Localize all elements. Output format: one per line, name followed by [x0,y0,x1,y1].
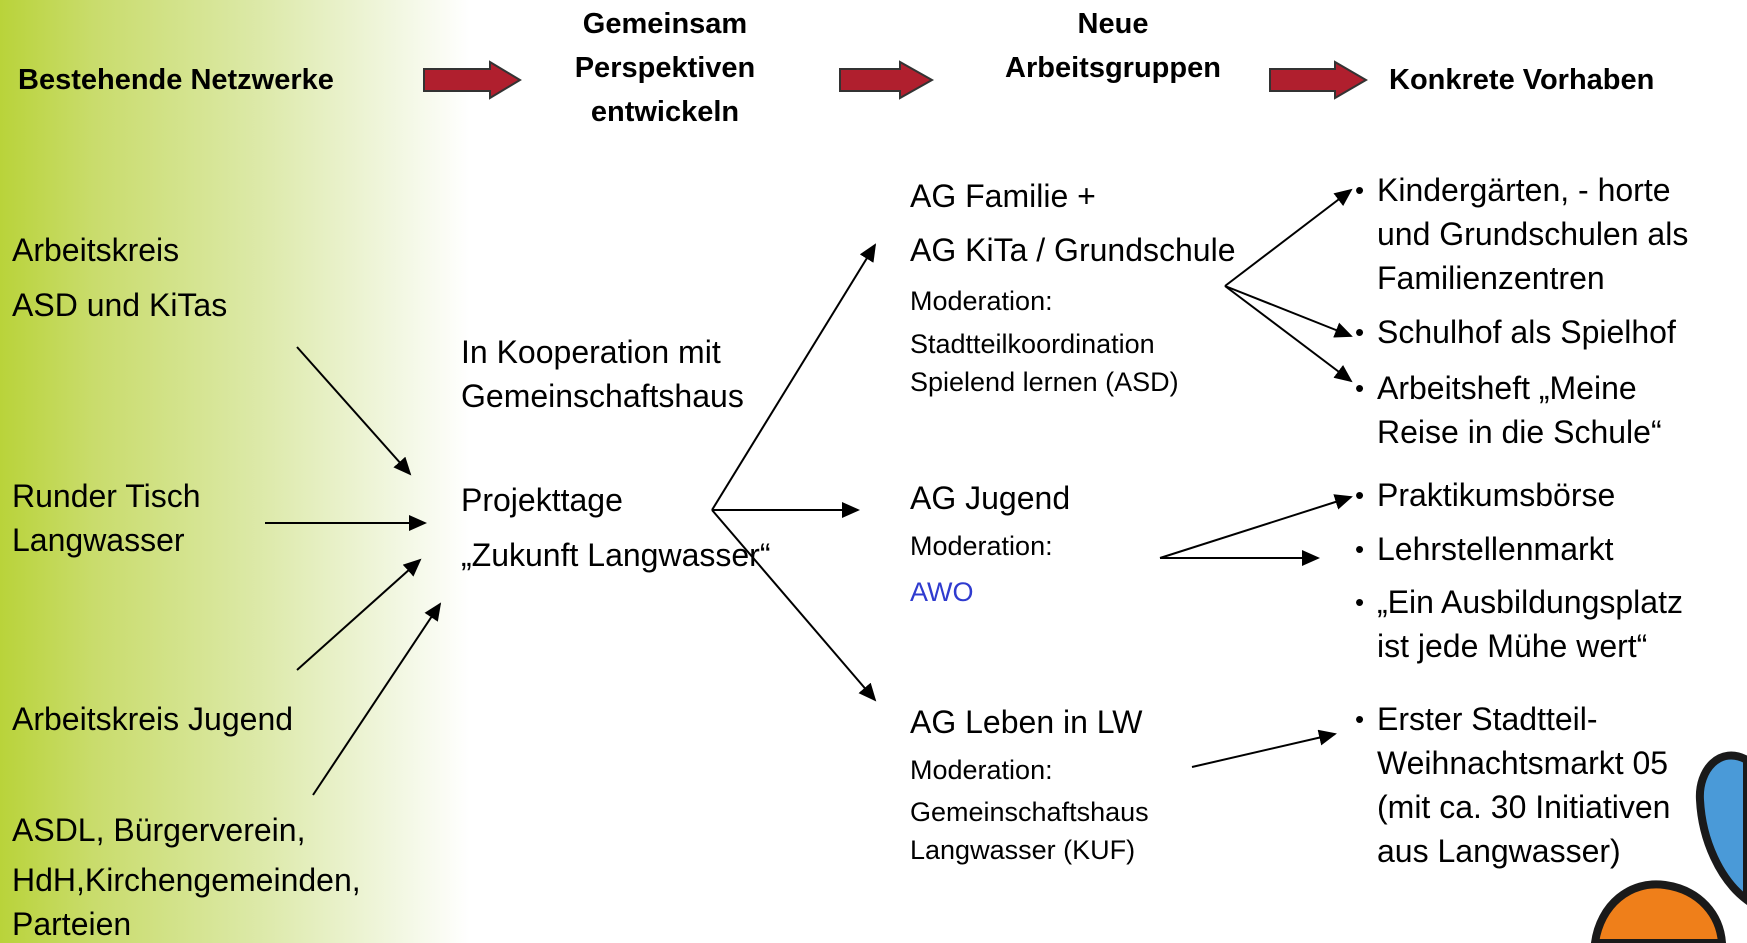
header-line: Arbeitsgruppen [1005,52,1221,84]
moderation-label: Moderation: [910,755,1053,785]
logo-orange-petal [1590,880,1727,943]
header-line: Neue [1077,8,1149,40]
arrow-center-g1 [711,243,877,511]
project-bullet-5: Lehrstellenmarkt [1355,527,1614,571]
arrow-g1-p2 [1224,285,1353,338]
header-arrow-2 [839,60,935,100]
header-arrow-3 [1269,60,1368,100]
list-item: Erster Stadtteil- Weihnachtsmarkt 05 (mi… [1355,697,1670,873]
arrow-g2-p4 [1159,494,1353,559]
header-arrow-1 [423,60,522,100]
list-item: Kindergärten, - horte und Grundschulen a… [1355,168,1688,300]
arrow-n1-center [296,346,412,476]
group-title: AG KiTa / Grundschule [910,232,1236,268]
network-line: Arbeitskreis [12,232,180,268]
network-line: ASDL, Bürgerverein, [12,812,306,848]
project-bullet-2: Schulhof als Spielhof [1355,310,1676,354]
coop-line: In Kooperation mit [461,334,721,370]
network-line: ASD und KiTas [12,287,228,323]
header-new-working-groups: Neue Arbeitsgruppen [968,2,1258,90]
header-existing-networks: Bestehende Netzwerke [18,64,334,96]
project-line: Projekttage [461,482,623,518]
group-family-kita: AG Familie + AG KiTa / Grundschule Moder… [910,169,1235,401]
arrow-g3-p7 [1191,729,1337,768]
green-gradient-background [0,0,470,943]
list-item: Praktikumsbörse [1355,473,1615,517]
moderator: Spielend lernen (ASD) [910,367,1179,397]
network-arbeitskreis-asd: Arbeitskreis ASD und KiTas [12,223,227,333]
arrow-n4-center [312,602,442,796]
list-item: Arbeitsheft „Meine Reise in die Schule“ [1355,366,1662,454]
project-line: „Zukunft Langwasser“ [461,537,771,573]
arrow-g1-p3 [1224,285,1353,383]
network-line: HdH,Kirchengemeinden, [12,862,361,898]
network-runder-tisch: Runder Tisch Langwasser [12,474,201,562]
project-bullet-3: Arbeitsheft „Meine Reise in die Schule“ [1355,366,1662,454]
header-concrete-projects: Konkrete Vorhaben [1389,64,1655,96]
network-line: Parteien [12,906,132,942]
cooperation-note: In Kooperation mit Gemeinschaftshaus [461,330,744,418]
list-item: Schulhof als Spielhof [1355,310,1676,354]
network-line: Langwasser [12,522,185,558]
logo-blue-petal [1695,751,1747,905]
arrow-center-g3 [711,509,877,702]
group-title: AG Familie + [910,178,1096,214]
moderation-label: Moderation: [910,531,1053,561]
moderator: Langwasser (KUF) [910,835,1136,865]
arrow-n3-center [296,558,422,671]
network-line: Runder Tisch [12,478,201,514]
header-line: entwickeln [590,96,740,128]
group-youth: AG Jugend Moderation: AWO [910,473,1070,615]
project-days: Projekttage „Zukunft Langwasser“ [461,473,770,583]
group-title: AG Leben in LW [910,704,1143,740]
project-bullet-4: Praktikumsbörse [1355,473,1615,517]
moderation-label: Moderation: [910,286,1053,316]
list-item: „Ein Ausbildungsplatz ist jede Mühe wert… [1355,580,1683,668]
project-bullet-6: „Ein Ausbildungsplatz ist jede Mühe wert… [1355,580,1683,668]
header-line: Gemeinsam [582,8,748,40]
project-bullet-1: Kindergärten, - horte und Grundschulen a… [1355,168,1688,300]
group-life-in-lw: AG Leben in LW Moderation: Gemeinschafts… [910,697,1149,869]
moderator-awo: AWO [910,577,974,607]
coop-line: Gemeinschaftshaus [461,378,744,414]
arrow-g1-p1 [1224,188,1353,287]
moderator: Gemeinschaftshaus [910,797,1149,827]
moderator: Stadtteilkoordination [910,329,1155,359]
project-bullet-7: Erster Stadtteil- Weihnachtsmarkt 05 (mi… [1355,697,1670,873]
group-title: AG Jugend [910,480,1071,516]
list-item: Lehrstellenmarkt [1355,527,1614,571]
network-arbeitskreis-jugend: Arbeitskreis Jugend [12,701,294,737]
header-line: Perspektiven [574,52,756,84]
header-develop-perspectives: Gemeinsam Perspektiven entwickeln [540,2,790,134]
network-asdl: ASDL, Bürgerverein, HdH,Kirchengemeinden… [12,805,361,943]
